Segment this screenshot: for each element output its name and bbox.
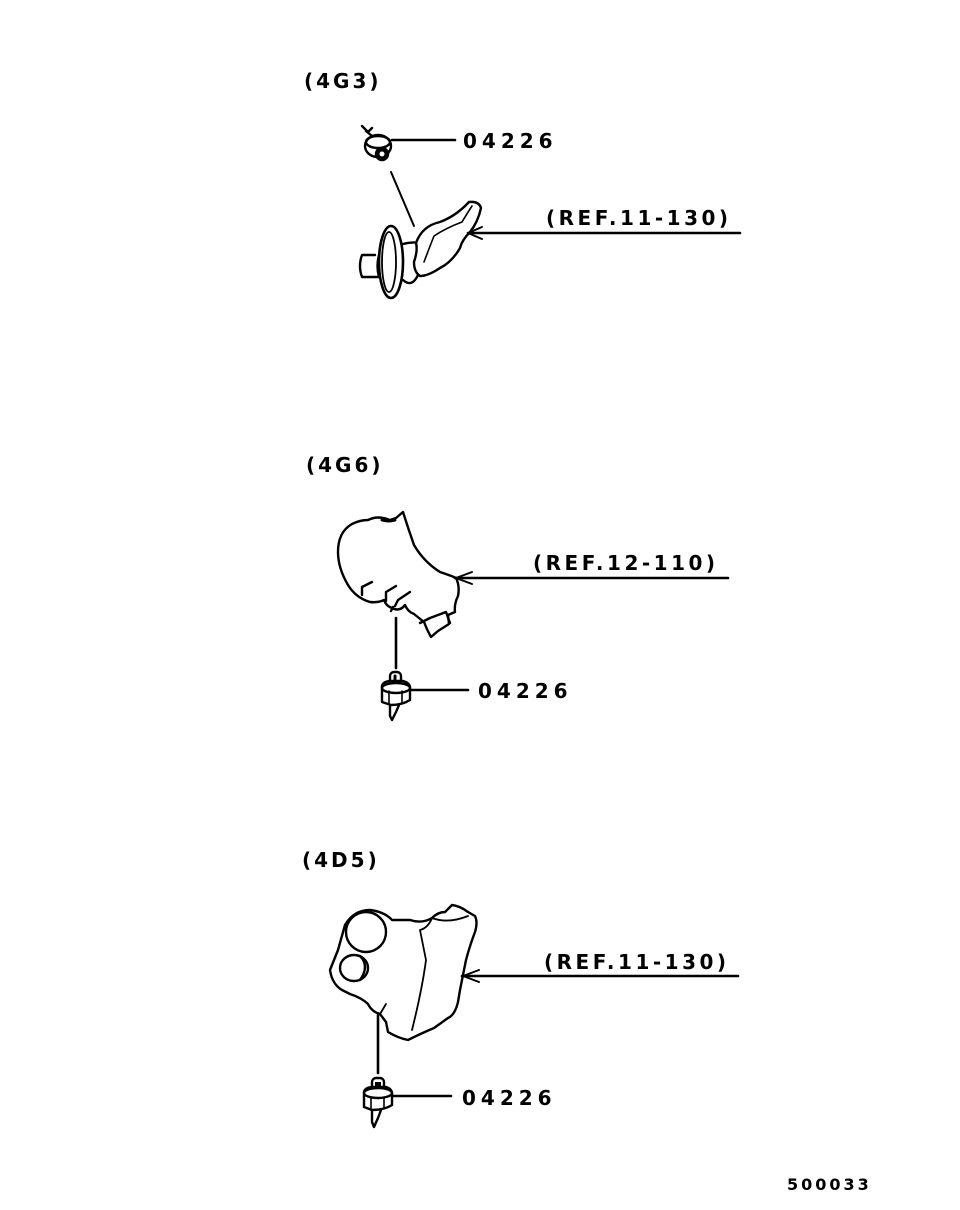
oil-pressure-switch-icon: [362, 1076, 394, 1129]
oil-pressure-switch-icon: [380, 670, 412, 722]
engine-label-4g3: (4G3): [304, 69, 382, 93]
section-4g6-drawing: [336, 510, 730, 722]
section-4d5-drawing: [328, 903, 740, 1129]
engine-housing-4g6-icon: [336, 510, 460, 639]
engine-label-4d5: (4D5): [302, 848, 380, 872]
reference-link[interactable]: (REF.11-130): [544, 950, 730, 974]
part-number-label[interactable]: 04226: [463, 129, 558, 153]
figure-code: 500033: [787, 1175, 872, 1194]
part-number-label[interactable]: 04226: [462, 1086, 557, 1110]
reference-link[interactable]: (REF.12-110): [533, 551, 719, 575]
oil-pressure-switch-icon: [360, 124, 393, 162]
section-4g3-drawing: [358, 124, 742, 300]
part-number-label[interactable]: 04226: [478, 679, 573, 703]
engine-housing-4g3-icon: [358, 200, 483, 300]
engine-label-4g6: (4G6): [306, 453, 384, 477]
engine-housing-4d5-icon: [328, 903, 478, 1042]
reference-link[interactable]: (REF.11-130): [546, 206, 732, 230]
